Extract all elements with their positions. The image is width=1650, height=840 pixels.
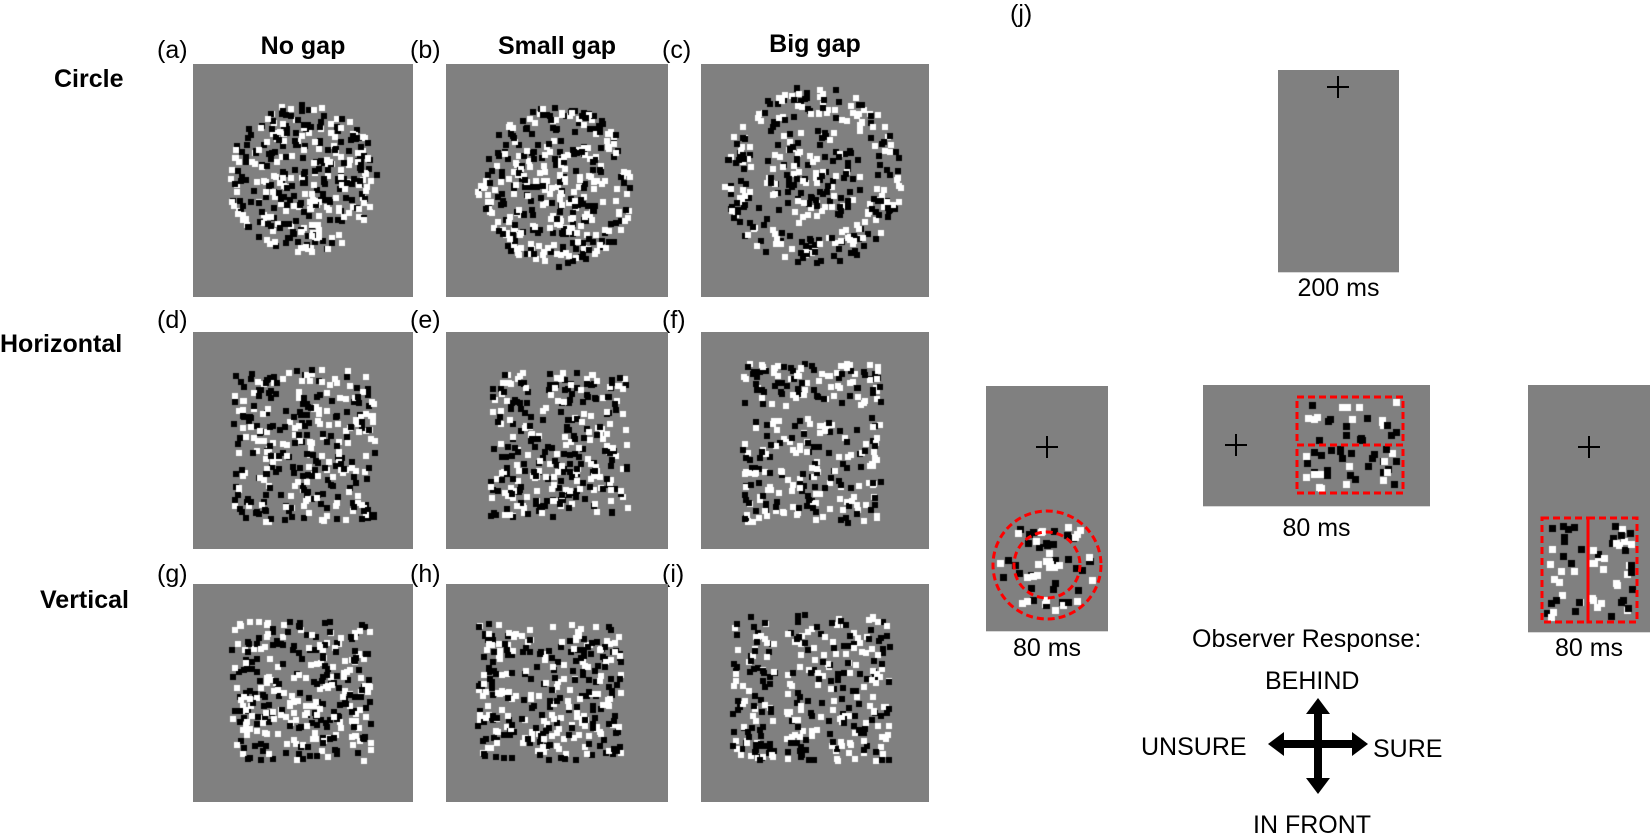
response-in-front: IN FRONT bbox=[1253, 811, 1372, 839]
stimulus-vertical-small-gap bbox=[446, 584, 668, 802]
panel-letter-b: (b) bbox=[410, 36, 441, 64]
circle-stimulus-duration: 80 ms bbox=[1012, 634, 1082, 662]
panel-letter-c: (c) bbox=[662, 36, 692, 64]
panel-letter-f: (f) bbox=[662, 306, 686, 334]
response-unsure: UNSURE bbox=[1141, 733, 1247, 761]
panel-letter-g: (g) bbox=[157, 560, 188, 588]
response-behind: BEHIND bbox=[1265, 667, 1360, 695]
horizontal-outline-icon bbox=[1295, 395, 1405, 495]
response-sure: SURE bbox=[1373, 735, 1443, 763]
stimulus-circle-no-gap bbox=[193, 64, 413, 297]
stimulus-horizontal-small-gap bbox=[446, 332, 668, 549]
panel-letter-e: (e) bbox=[410, 306, 441, 334]
column-label-no-gap: No gap bbox=[260, 32, 346, 60]
panel-letter-a: (a) bbox=[157, 36, 188, 64]
row-label-horizontal: Horizontal bbox=[0, 330, 123, 358]
stimulus-vertical-big-gap bbox=[701, 584, 929, 802]
fixation-duration: 200 ms bbox=[1297, 274, 1380, 302]
column-label-big-gap: Big gap bbox=[769, 30, 861, 58]
stimulus-circle-small-gap bbox=[446, 64, 668, 297]
row-label-vertical: Vertical bbox=[40, 586, 129, 614]
response-title: Observer Response: bbox=[1192, 625, 1422, 653]
vertical-stimulus-duration: 80 ms bbox=[1554, 634, 1624, 662]
fixation-frame bbox=[1278, 70, 1399, 273]
panel-letter-i: (i) bbox=[662, 560, 685, 588]
stimulus-horizontal-no-gap bbox=[193, 332, 413, 549]
vertical-stimulus-frame bbox=[1528, 385, 1650, 633]
stimulus-horizontal-big-gap bbox=[701, 332, 929, 549]
horizontal-stimulus-duration: 80 ms bbox=[1282, 514, 1351, 542]
row-label-circle: Circle bbox=[54, 65, 124, 93]
vertical-outline-icon bbox=[1540, 516, 1639, 624]
column-label-small-gap: Small gap bbox=[497, 32, 617, 60]
circle-outline-icon bbox=[991, 509, 1103, 621]
circle-stimulus-frame bbox=[986, 386, 1108, 632]
stimulus-circle-big-gap bbox=[701, 64, 929, 297]
horizontal-stimulus-frame bbox=[1203, 385, 1430, 507]
panel-letter-h: (h) bbox=[410, 560, 441, 588]
four-way-arrow-icon bbox=[1268, 698, 1368, 794]
panel-letter-j: (j) bbox=[1010, 0, 1033, 28]
fixation-cross-icon bbox=[1327, 76, 1349, 98]
stimulus-vertical-no-gap bbox=[193, 584, 413, 802]
panel-letter-d: (d) bbox=[157, 306, 188, 334]
